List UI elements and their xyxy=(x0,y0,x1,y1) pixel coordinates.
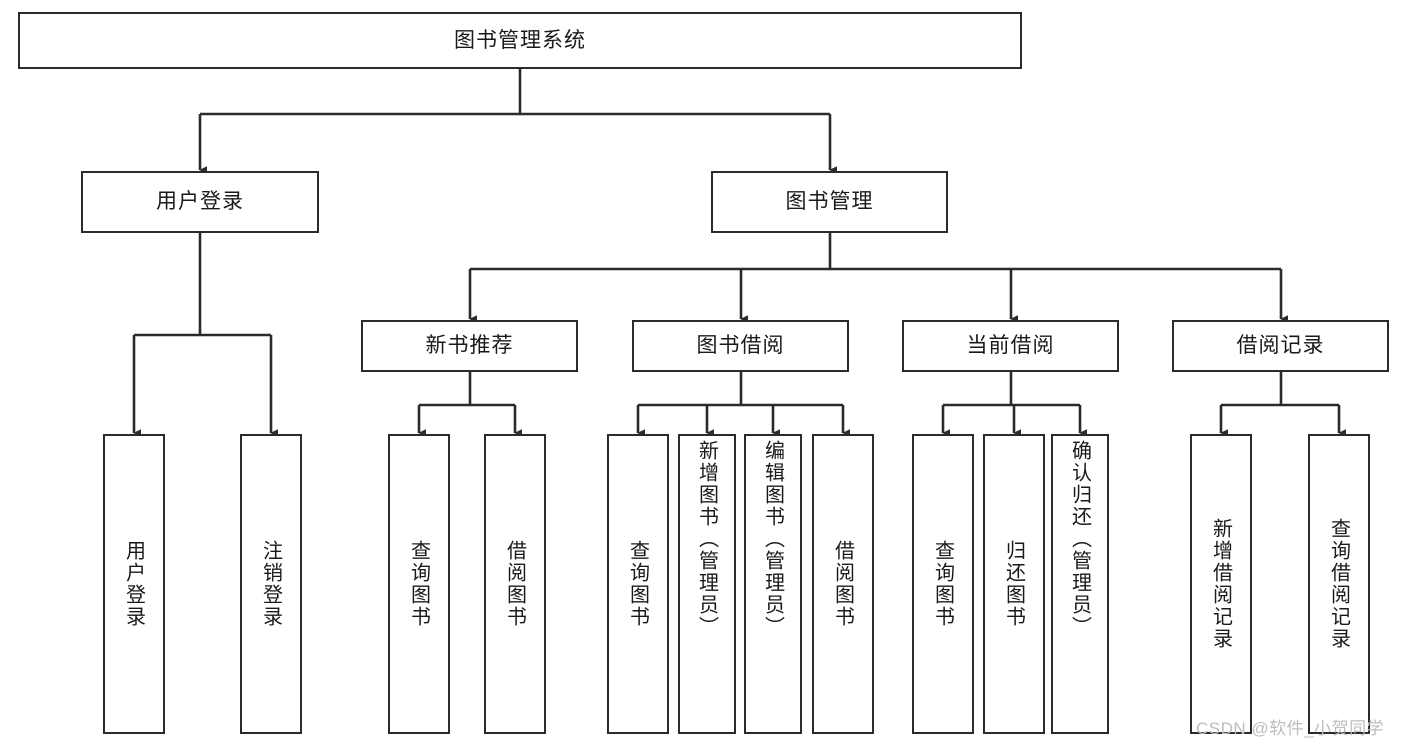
node-leaf-borrow-book-2-label: 借阅图书 xyxy=(831,540,854,628)
node-user-login-label: 用户登录 xyxy=(156,190,244,214)
node-leaf-add-borrow-record[interactable]: 新增借阅记录 xyxy=(1190,434,1252,734)
node-book-manage-label: 图书管理 xyxy=(785,190,874,214)
node-leaf-confirm-return-admin-label: 确认归还（管理员） xyxy=(1068,440,1091,638)
node-leaf-user-login[interactable]: 用户登录 xyxy=(103,434,165,734)
node-leaf-query-book-1[interactable]: 查询图书 xyxy=(388,434,450,734)
node-root[interactable]: 图书管理系统 xyxy=(18,12,1022,69)
node-leaf-confirm-return-admin[interactable]: 确认归还（管理员） xyxy=(1051,434,1109,734)
node-leaf-query-book-2-label: 查询图书 xyxy=(626,540,649,628)
node-leaf-add-book-admin-label: 新增图书（管理员） xyxy=(695,440,718,638)
node-borrow-record-label: 借阅记录 xyxy=(1236,334,1325,358)
node-leaf-edit-book-admin-label: 编辑图书（管理员） xyxy=(761,440,784,638)
node-user-login[interactable]: 用户登录 xyxy=(81,171,319,233)
node-book-manage[interactable]: 图书管理 xyxy=(711,171,948,233)
node-book-borrow[interactable]: 图书借阅 xyxy=(632,320,849,372)
node-leaf-query-borrow-record[interactable]: 查询借阅记录 xyxy=(1308,434,1370,734)
node-leaf-borrow-book-1[interactable]: 借阅图书 xyxy=(484,434,546,734)
csdn-watermark: CSDN @软件_小贺同学 xyxy=(1196,719,1385,738)
node-new-book-recommend-label: 新书推荐 xyxy=(425,334,514,358)
node-leaf-return-book-label: 归还图书 xyxy=(1002,540,1025,628)
node-leaf-query-book-3-label: 查询图书 xyxy=(931,540,954,628)
node-current-borrow-label: 当前借阅 xyxy=(966,334,1055,358)
node-book-borrow-label: 图书借阅 xyxy=(696,334,785,358)
node-leaf-borrow-book-2[interactable]: 借阅图书 xyxy=(812,434,874,734)
node-leaf-edit-book-admin[interactable]: 编辑图书（管理员） xyxy=(744,434,802,734)
node-leaf-query-book-1-label: 查询图书 xyxy=(407,540,430,628)
node-leaf-add-book-admin[interactable]: 新增图书（管理员） xyxy=(678,434,736,734)
node-leaf-query-borrow-record-label: 查询借阅记录 xyxy=(1327,518,1350,650)
node-leaf-logout[interactable]: 注销登录 xyxy=(240,434,302,734)
node-new-book-recommend[interactable]: 新书推荐 xyxy=(361,320,578,372)
node-leaf-add-borrow-record-label: 新增借阅记录 xyxy=(1209,518,1232,650)
node-leaf-user-login-label: 用户登录 xyxy=(122,540,145,628)
node-leaf-query-book-2[interactable]: 查询图书 xyxy=(607,434,669,734)
node-leaf-query-book-3[interactable]: 查询图书 xyxy=(912,434,974,734)
node-leaf-return-book[interactable]: 归还图书 xyxy=(983,434,1045,734)
node-borrow-record[interactable]: 借阅记录 xyxy=(1172,320,1389,372)
node-leaf-logout-label: 注销登录 xyxy=(259,540,282,628)
node-leaf-borrow-book-1-label: 借阅图书 xyxy=(503,540,526,628)
node-current-borrow[interactable]: 当前借阅 xyxy=(902,320,1119,372)
node-root-label: 图书管理系统 xyxy=(454,28,586,52)
